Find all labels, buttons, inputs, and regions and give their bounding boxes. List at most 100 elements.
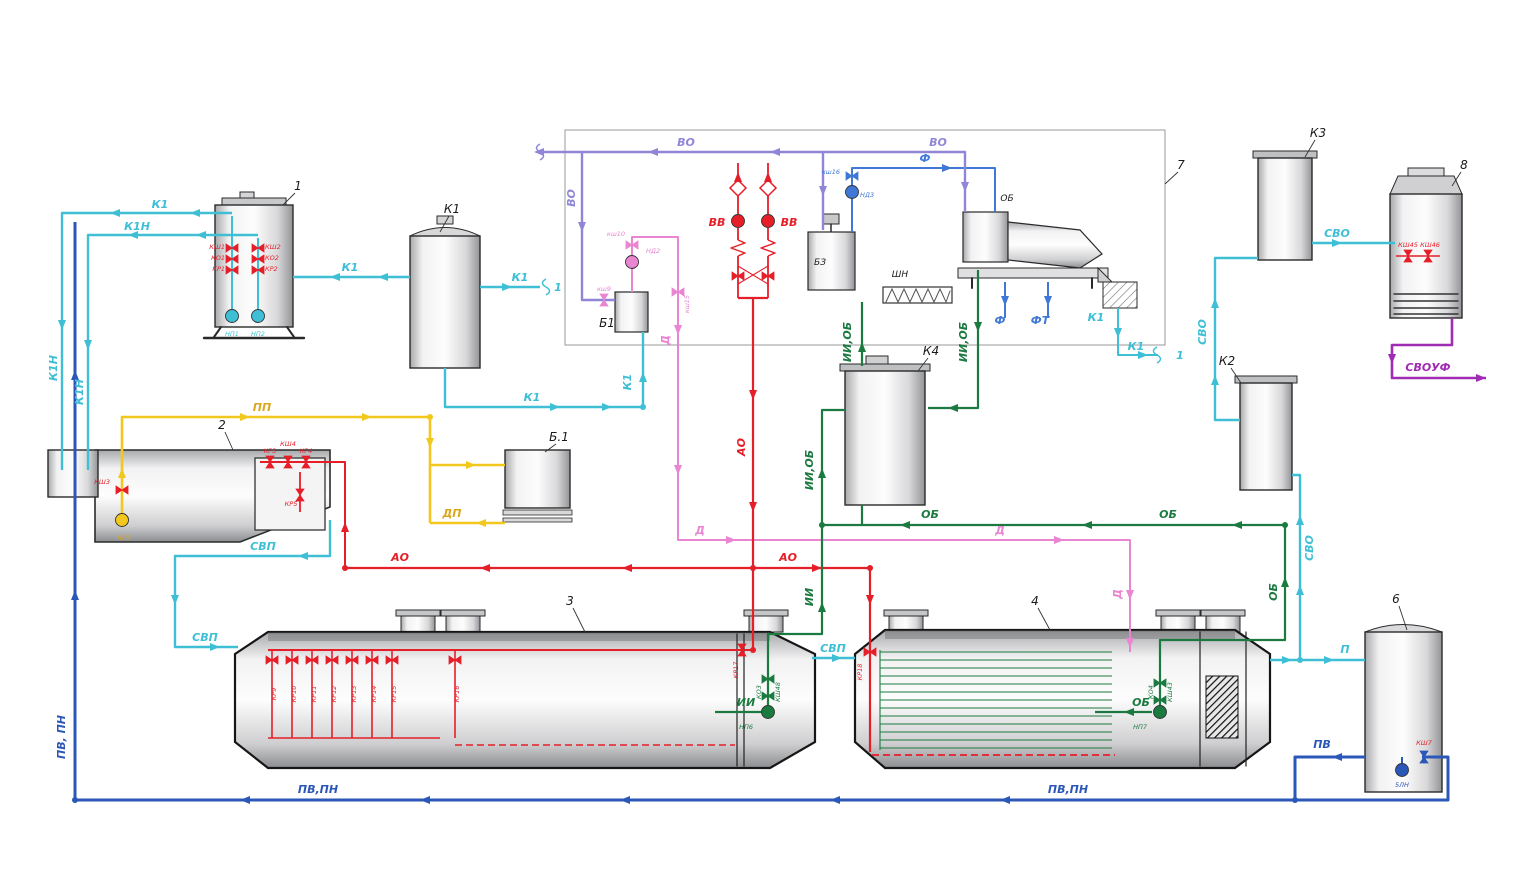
pipe-pv-pn-main	[73, 222, 1450, 802]
flow-arrow-icon-21	[1211, 298, 1219, 308]
flow-arrow-icon-72	[818, 602, 826, 612]
equipment-label-7-К4: К4	[923, 344, 939, 358]
pipe-f-dosing	[851, 167, 996, 232]
flow-arrow-icon-29	[240, 796, 250, 804]
flow-arrow-icon-71	[1281, 577, 1289, 587]
valve-icon-13	[265, 655, 279, 665]
tank-b-1	[502, 449, 573, 523]
component-label-25-КШ48: КШ48	[774, 682, 782, 702]
valve-icon-24	[761, 674, 775, 684]
component-label-7-НП2: НП2	[251, 330, 265, 338]
junction-dot-8	[1282, 522, 1288, 528]
partition	[1199, 631, 1247, 767]
pipe-pv-branch	[1293, 755, 1365, 800]
junction-dot-7	[819, 522, 825, 528]
pipe-pp	[120, 415, 432, 523]
valve-icon-29	[671, 287, 685, 297]
pipe-vo-main	[540, 150, 967, 212]
manhole	[883, 609, 929, 633]
component-label-2-КР1: КР1	[212, 265, 225, 273]
stream-label-2-К1Н: К1Н	[47, 355, 60, 381]
stream-label-36-СВП: СВП	[250, 540, 276, 553]
stream-label-11-1: 1	[1176, 349, 1184, 362]
valve-icon-14	[285, 655, 299, 665]
pipe-ao-main	[738, 296, 768, 650]
component-label-34-НД2: НД2	[646, 247, 660, 255]
junction-dot-9	[72, 797, 78, 803]
stream-label-27-ОБ: ОБ	[921, 508, 939, 521]
valve-icon-25	[1153, 695, 1167, 705]
fittings-layer	[728, 178, 778, 198]
flow-arrow-icon-61	[426, 438, 434, 448]
component-label-32-кш9: кш9	[597, 285, 611, 293]
valve-icon-19	[385, 655, 399, 665]
stream-label-43-ПВ: ПВ	[1313, 738, 1331, 751]
pipe-break-symbols	[541, 278, 1162, 364]
valve-icon-22	[863, 647, 877, 657]
valve-icon-16	[325, 655, 339, 665]
flow-arrow-icon-64	[118, 468, 126, 478]
stream-label-37-СВП: СВП	[192, 631, 218, 644]
component-label-10-КР4: КР4	[300, 447, 313, 455]
component-label-39-КШ46: КШ46	[1420, 241, 1440, 249]
pipe-ob-header	[822, 505, 1285, 527]
component-label-14-КР9: КР9	[270, 688, 278, 701]
component-label-38-КШ45: КШ45	[1398, 241, 1418, 249]
flow-arrow-icon-53	[749, 502, 757, 512]
junction-dot-10	[1292, 797, 1298, 803]
stream-label-22-АО: АО	[735, 438, 748, 457]
valve-icon-6	[265, 455, 275, 469]
flow-arrow-icon-10	[602, 403, 612, 411]
flow-arrow-icon-17	[1324, 656, 1334, 664]
flow-arrow-icon-50	[734, 172, 742, 182]
flow-arrow-icon-31	[71, 370, 79, 380]
vv-hose-springs	[730, 239, 776, 257]
component-label-0-КШ1: КШ1	[209, 243, 225, 251]
strainer-icon	[758, 178, 778, 198]
equipment-label-4-Б1: Б1	[599, 316, 615, 330]
aeration-tank-4	[853, 609, 1272, 770]
flow-arrow-icon-14	[210, 643, 220, 651]
flow-arrow-icon-19	[1296, 515, 1304, 525]
stream-label-15-Ф: Ф	[920, 152, 931, 165]
pump-icon-8	[731, 214, 745, 228]
junction-dot-2	[867, 565, 873, 571]
flow-arrow-icon-28	[420, 796, 430, 804]
valve-icon-20	[448, 655, 462, 665]
flow-arrow-icon-48	[1126, 590, 1134, 600]
stream-label-12-ВО: ВО	[677, 136, 695, 149]
component-label-1-КО1: КО1	[211, 254, 225, 262]
manhole	[1200, 609, 1246, 633]
equipment-label-8-7: 7	[1177, 158, 1185, 172]
flow-arrow-icon-32	[1332, 753, 1342, 761]
flow-arrow-icon-35	[1044, 296, 1052, 306]
flow-arrow-icon-63	[476, 519, 486, 527]
stream-label-40-СВО: СВО	[1196, 319, 1209, 345]
valve-icon-30	[845, 171, 859, 181]
flow-arrow-icon-62	[466, 461, 476, 469]
valve-icon-12	[761, 271, 775, 281]
flow-arrow-icon-41	[534, 148, 544, 156]
mixing-tank-bz	[807, 213, 856, 291]
stream-label-31-ИИ,ОБ: ИИ,ОБ	[841, 322, 854, 362]
flow-arrow-icon-9	[550, 403, 560, 411]
valve-icon-17	[345, 655, 359, 665]
stream-label-20-АО: АО	[390, 551, 409, 564]
stream-label-4-К1: К1	[342, 261, 359, 274]
pipe-svp-to-tank3	[173, 520, 332, 649]
flow-arrow-icon-3	[196, 231, 206, 239]
component-label-22-КР17: КР17	[732, 661, 740, 679]
flow-arrow-icon-18	[1296, 585, 1304, 595]
stream-label-25-Д: Д	[659, 335, 672, 346]
valve-icon-15	[305, 655, 319, 665]
stream-label-17-ФТ: ФТ	[1031, 314, 1051, 327]
stream-label-38-СВП: СВП	[820, 642, 846, 655]
stream-label-23-Д: Д	[694, 524, 705, 537]
component-label-20-КР15: КР15	[390, 686, 398, 703]
tank-1	[202, 191, 306, 340]
component-label-6-НП1: НП1	[225, 330, 239, 338]
flow-arrow-icon-7	[378, 273, 388, 281]
flow-arrow-icon-45	[674, 465, 682, 475]
